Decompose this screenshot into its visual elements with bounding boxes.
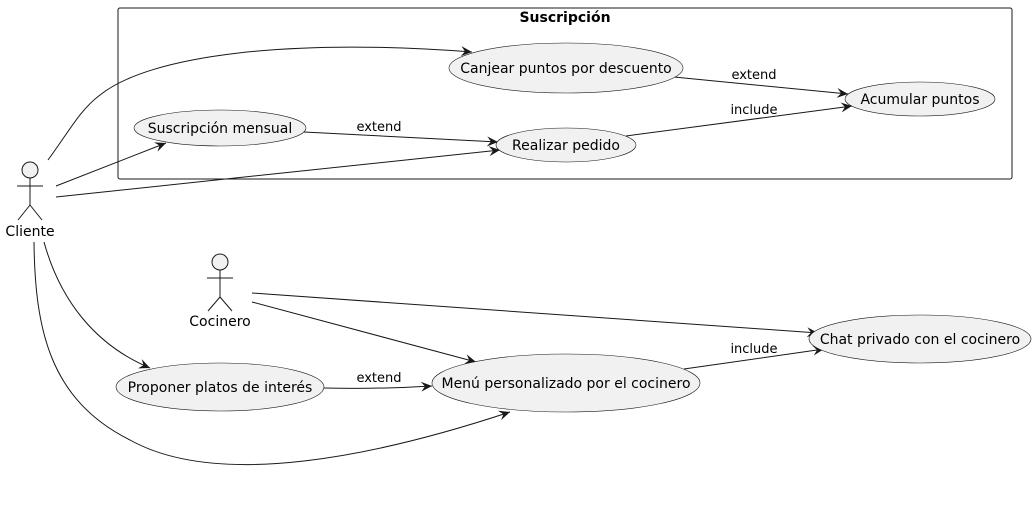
label-pedido-acumular: include (730, 103, 777, 118)
usecase-suscripcion: Suscripción mensual (133, 109, 307, 147)
relation-labels: extend include extend extend include (356, 68, 777, 386)
usecase-chat: Chat privado con el cocinero (808, 314, 1032, 364)
usecase-label: Chat privado con el cocinero (820, 332, 1020, 348)
edge-cliente-menu (33, 241, 511, 466)
usecase-menu: Menú personalizado por el cocinero (431, 353, 701, 413)
edge-menu-chat (683, 345, 825, 370)
label-menu-chat: include (730, 342, 777, 357)
edge-suscripcion-pedido (303, 131, 499, 147)
usecase-label: Proponer platos de interés (128, 380, 313, 396)
actor-cocinero: Cocinero (189, 253, 251, 330)
actor-label: Cliente (5, 224, 54, 240)
usecase-label: Menú personalizado por el cocinero (441, 376, 690, 392)
label-suscripcion-pedido: extend (356, 120, 401, 135)
edge-cocinero-menu (251, 301, 477, 364)
edge-pedido-acumular (625, 102, 853, 137)
actor-label: Cocinero (189, 314, 250, 330)
package-title: Suscripción (519, 10, 610, 26)
edge-cliente-pedido (55, 146, 501, 198)
usecase-label: Suscripción mensual (148, 121, 293, 137)
usecase-proponer: Proponer platos de interés (115, 362, 325, 412)
edge-cliente-proponer (43, 241, 151, 369)
edge-proponer-menu (323, 381, 433, 392)
usecase-canjear: Canjear puntos por descuento (448, 42, 684, 94)
label-canjear-acumular: extend (731, 68, 776, 83)
usecase-acumular: Acumular puntos (844, 81, 996, 117)
connectors (33, 46, 853, 466)
edge-canjear-acumular (673, 76, 849, 98)
package-suscripcion: Suscripción (117, 7, 1013, 180)
usecase-pedido: Realizar pedido (495, 127, 637, 163)
stick-figure-icon (207, 253, 233, 312)
label-proponer-menu: extend (356, 371, 401, 386)
usecase-label: Realizar pedido (512, 138, 620, 154)
edge-cocinero-chat (251, 292, 819, 338)
usecase-label: Acumular puntos (860, 92, 979, 108)
stick-figure-icon (17, 161, 43, 221)
edge-cliente-canjear (47, 46, 473, 161)
actor-cliente: Cliente (5, 161, 55, 240)
edge-cliente-suscripcion (55, 142, 167, 187)
usecase-label: Canjear puntos por descuento (460, 61, 672, 77)
